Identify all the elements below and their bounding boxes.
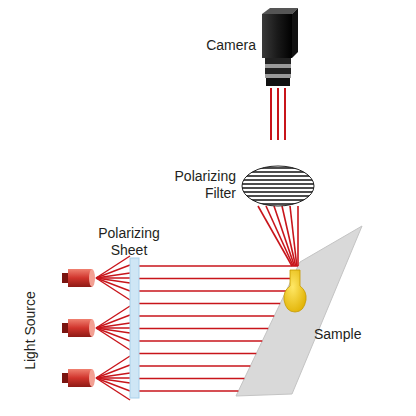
sample-object (284, 270, 306, 312)
camera-icon (262, 8, 298, 86)
polarizing-filter (240, 166, 316, 206)
camera-beams (271, 88, 285, 140)
light-sources (62, 269, 95, 387)
sample-stage (236, 226, 362, 396)
part-label: Light Source (22, 281, 39, 381)
part-label: Sample (314, 326, 374, 343)
polarizing-sheet (130, 258, 139, 398)
part-label: Polarizing Sheet (88, 225, 170, 259)
part-label: Camera (196, 37, 256, 54)
part-label: Polarizing Filter (162, 168, 236, 202)
